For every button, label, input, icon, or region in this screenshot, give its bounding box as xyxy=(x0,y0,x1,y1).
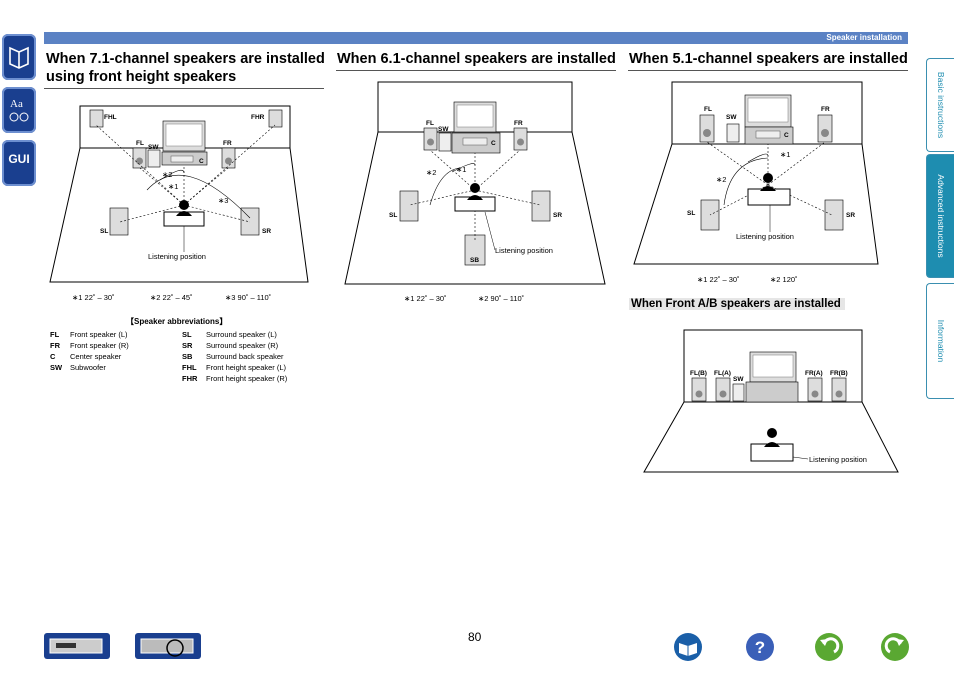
label-sb-61: SB xyxy=(470,257,480,264)
svg-text:?: ? xyxy=(755,638,765,657)
label-sw: SW xyxy=(148,144,159,151)
note-71-1: ∗1 22˚ – 30˚ xyxy=(72,293,115,302)
label-flb: FL(B) xyxy=(690,370,707,377)
note-51-1: ∗1 22˚ – 30˚ xyxy=(697,275,740,284)
angle-2-51: ∗2 xyxy=(716,175,727,184)
title-51: When 5.1-channel speakers are installed xyxy=(629,51,908,67)
label-sr-61: SR xyxy=(553,212,563,219)
tab-advanced-instructions[interactable]: Advanced instructions xyxy=(926,154,954,278)
help-icon[interactable]: ? xyxy=(745,632,774,661)
label-fhl: FHL xyxy=(104,114,117,121)
forward-arrow-icon[interactable] xyxy=(880,632,909,661)
note-61-1: ∗1 22˚ – 30˚ xyxy=(404,294,447,303)
text-icon-glyph: Aa xyxy=(9,98,29,122)
rule-61 xyxy=(336,70,616,71)
note-51-2: ∗2 120˚ xyxy=(770,275,798,284)
tab-information[interactable]: Information xyxy=(926,283,954,399)
text-icon[interactable]: Aa xyxy=(2,87,36,133)
svg-text:Aa: Aa xyxy=(10,98,23,110)
label-sw-51: SW xyxy=(726,114,737,121)
listening-position-71: Listening position xyxy=(148,252,206,261)
label-sw-61: SW xyxy=(438,126,449,133)
label-sr-51: SR xyxy=(846,212,856,219)
angle-2: ∗2 xyxy=(162,170,173,179)
label-fr: FR xyxy=(223,140,232,147)
receiver-front-icon[interactable] xyxy=(44,633,114,661)
angle-2-61: ∗2 xyxy=(426,168,437,177)
angle-1-51: ∗1 xyxy=(780,150,791,159)
book-icon-glyph xyxy=(9,46,29,69)
title-61: When 6.1-channel speakers are installed xyxy=(337,51,616,67)
label-fl-51: FL xyxy=(704,106,712,113)
label-frb: FR(B) xyxy=(830,370,848,377)
label-fr-61: FR xyxy=(514,120,523,127)
label-c: C xyxy=(199,158,204,165)
note-71-3: ∗3 90˚ – 110˚ xyxy=(225,293,272,302)
label-fla: FL(A) xyxy=(714,370,731,377)
page-number: 80 xyxy=(468,630,482,644)
gui-label: GUI xyxy=(8,152,30,166)
label-fhr: FHR xyxy=(251,114,265,121)
label-sr: SR xyxy=(262,228,272,235)
abbr-title: 【Speaker abbreviations】 xyxy=(126,317,228,326)
rule-51 xyxy=(628,70,908,71)
gui-icon[interactable]: GUI xyxy=(2,140,36,186)
label-fl: FL xyxy=(136,140,144,147)
label-sl-61: SL xyxy=(389,212,398,219)
label-c-51: C xyxy=(784,132,789,139)
label-sw-ab: SW xyxy=(733,376,744,383)
note-71-2: ∗2 22˚ – 45˚ xyxy=(150,293,193,302)
label-sl: SL xyxy=(100,228,109,235)
angle-1-61: ∗1 xyxy=(456,165,467,174)
angle-1: ∗1 xyxy=(168,182,179,191)
receiver-rear-icon[interactable] xyxy=(135,633,205,663)
listening-position-ab: Listening position xyxy=(809,455,867,464)
book-icon[interactable] xyxy=(2,34,36,80)
note-61-2: ∗2 90˚ – 110˚ xyxy=(478,294,525,303)
rule-71 xyxy=(44,88,324,89)
label-c-61: C xyxy=(491,140,496,147)
listening-position-61: Listening position xyxy=(495,246,553,255)
angle-3: ∗3 xyxy=(218,196,229,205)
subtitle-front-ab: When Front A/B speakers are installed xyxy=(629,298,845,310)
label-fra: FR(A) xyxy=(805,370,823,377)
label-fr-51: FR xyxy=(821,106,830,113)
listening-position-51: Listening position xyxy=(736,232,794,241)
section-header-bar: Speaker installation xyxy=(44,32,908,44)
contents-book-icon[interactable] xyxy=(673,632,702,661)
label-fl-61: FL xyxy=(426,120,434,127)
tab-basic-instructions[interactable]: Basic instructions xyxy=(926,58,954,152)
section-name: Speaker installation xyxy=(826,33,902,42)
back-arrow-icon[interactable] xyxy=(814,632,843,661)
label-sl-51: SL xyxy=(687,210,696,217)
